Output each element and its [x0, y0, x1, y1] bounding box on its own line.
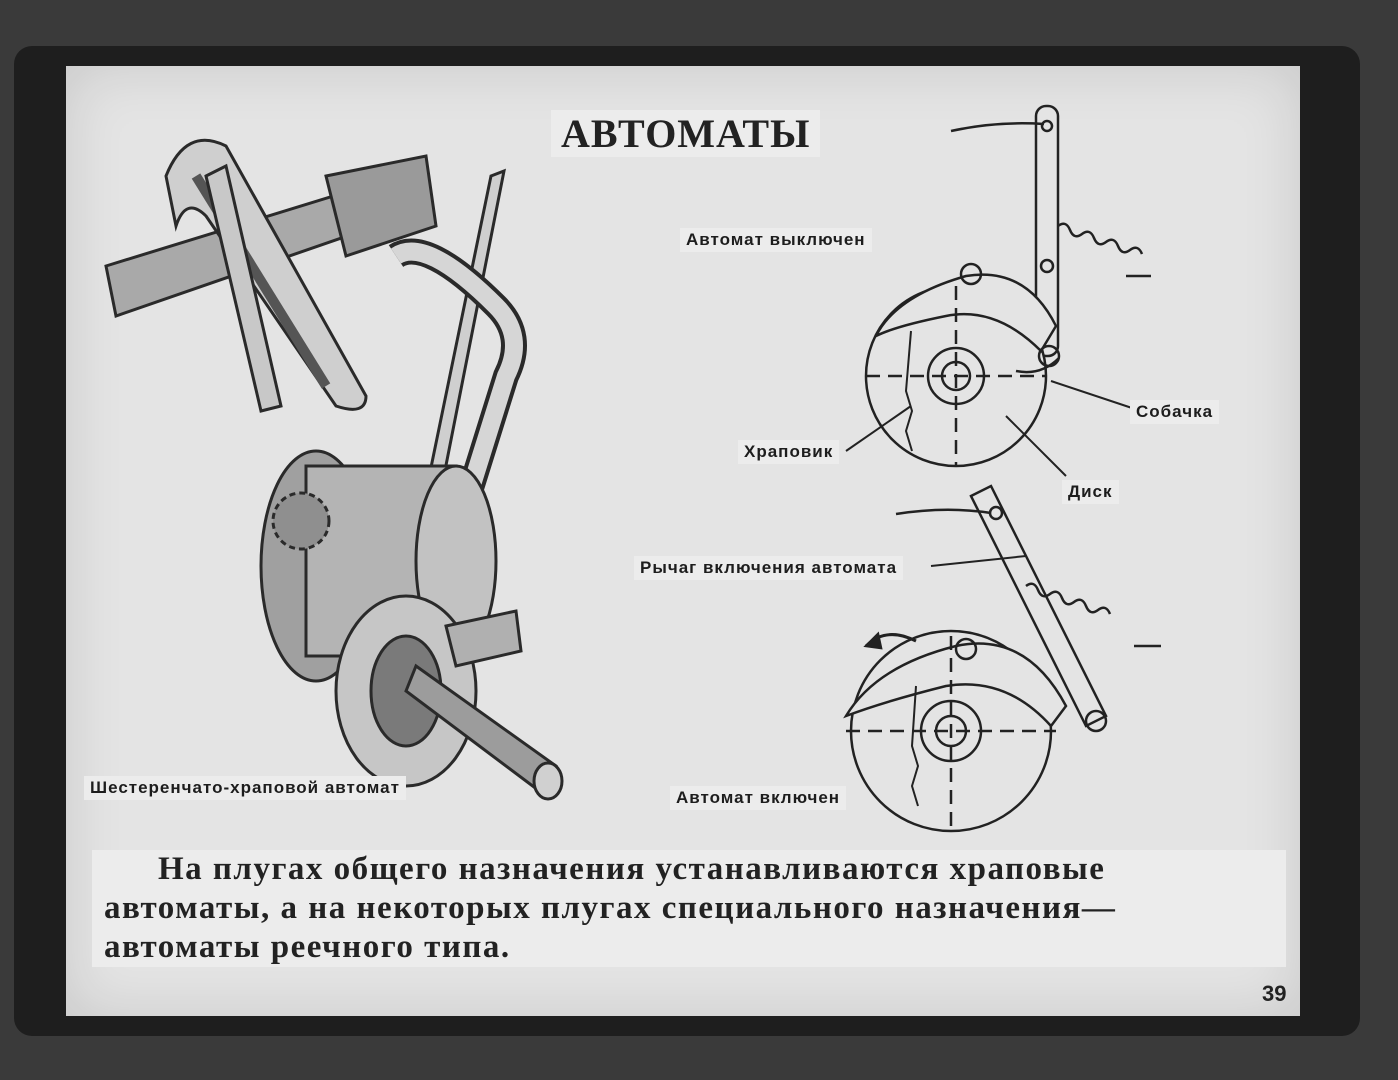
slide-title: АВТОМАТЫ: [551, 110, 821, 157]
label-mechanism-off: Автомат выключен: [680, 228, 872, 252]
caption-line-1: На плугах общего назначения устанавливаю…: [158, 851, 1106, 887]
page-number: 39: [1262, 981, 1287, 1006]
gear-ratchet-assembly-drawing: [104, 138, 564, 801]
label-lever: Рычаг включения автомата: [634, 556, 904, 580]
label-mechanism-on: Автомат включен: [670, 786, 847, 810]
label-disk: Диск: [1062, 480, 1119, 504]
label-assembly: Шестеренчато-храповой автомат: [84, 776, 406, 800]
caption: На плугах общего назначения устанавливаю…: [92, 850, 1286, 967]
mechanism-off-diagram: [845, 104, 1151, 477]
illustrations: [104, 104, 1161, 833]
label-ratchet: Храповик: [738, 440, 840, 464]
caption-line-2: автоматы, а на некоторых плугах специаль…: [104, 890, 1117, 926]
label-pawl: Собачка: [1130, 400, 1220, 424]
caption-line-3: автоматы реечного типа.: [104, 929, 511, 965]
mechanism-on-diagram: [843, 484, 1161, 833]
slide: АВТОМАТЫ Шестеренчато-храповой автомат А…: [66, 66, 1300, 1016]
